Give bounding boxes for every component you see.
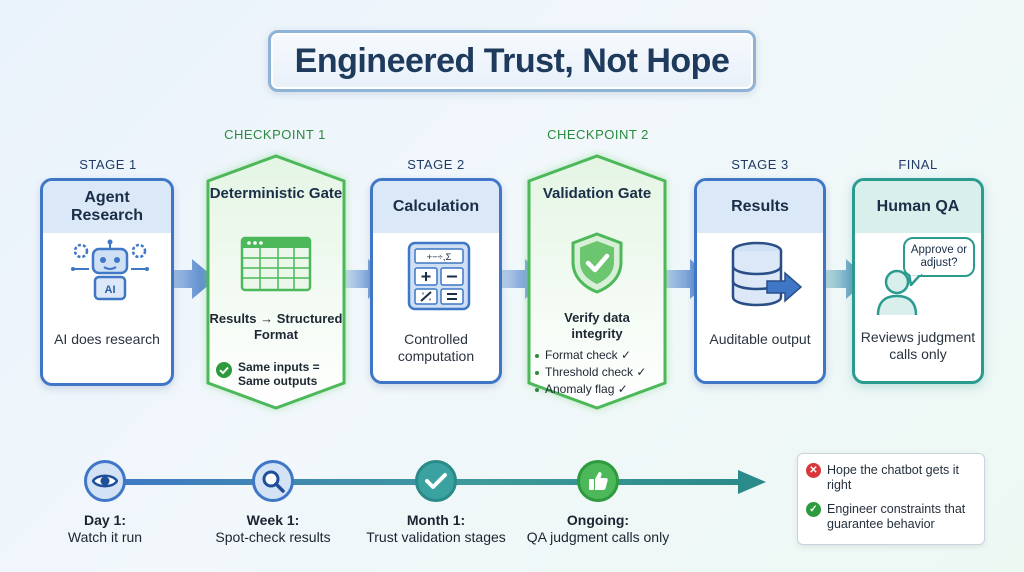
speech-bubble-text: Approve or adjust?	[910, 244, 968, 269]
legend-hope-text: Hope the chatbot gets it right	[827, 463, 960, 492]
calculator-display-text: +−÷,Σ	[427, 252, 452, 263]
thumbs-up-icon	[577, 460, 619, 502]
eye-icon	[84, 460, 126, 502]
stage-label-2: STAGE 2	[407, 157, 465, 172]
robot-ai-text: AI	[105, 284, 116, 296]
checkpoint-label-1: CHECKPOINT 1	[224, 127, 326, 142]
check-item-threshold: Threshold check ✓	[545, 365, 647, 379]
agent-research-card: Agent Research AI AI does research	[40, 178, 174, 386]
calculation-text: Controlled computation	[397, 331, 475, 364]
check-circle-icon	[415, 460, 457, 502]
legend-row-engineer: ✓ Engineer constraints that guarantee be…	[806, 502, 976, 532]
human-qa-text: Reviews judgment calls only	[860, 329, 976, 362]
timeline-month1-head: Month 1:	[406, 512, 466, 528]
validation-check-list: Format check ✓ Threshold check ✓ Anomaly…	[535, 347, 646, 398]
validation-gate-title: Validation Gate	[542, 185, 652, 202]
timeline-ongoing-head: Ongoing:	[566, 512, 630, 528]
timeline-day1-sub: Watch it run	[67, 529, 143, 545]
spreadsheet-icon	[240, 236, 312, 292]
timeline-day1-head: Day 1:	[83, 512, 127, 528]
page-title: Engineered Trust, Not Hope	[294, 41, 730, 80]
stage-label-3: STAGE 3	[731, 157, 789, 172]
stage-label-final: FINAL	[898, 157, 938, 172]
check-icon: ✓	[806, 502, 821, 517]
x-icon: ✕	[806, 463, 821, 478]
check-item: Anomaly flag ✓	[535, 381, 646, 398]
deterministic-gate-title: Deterministic Gate	[209, 185, 343, 202]
timeline-month1-sub: Trust validation stages	[366, 529, 506, 545]
timeline-ongoing-sub: QA judgment calls only	[526, 529, 670, 545]
person-icon	[876, 269, 918, 316]
calculation-card: Calculation +−÷,Σ Controlled computation	[370, 178, 502, 384]
checkpoint-label-2: CHECKPOINT 2	[547, 127, 649, 142]
legend-engineer-text: Engineer constraints that guarantee beha…	[827, 502, 966, 531]
magnifier-icon	[252, 460, 294, 502]
check-item: Format check ✓	[535, 347, 646, 364]
agent-research-title: Agent Research	[43, 181, 171, 233]
results-text: Auditable output	[709, 331, 811, 347]
human-qa-title: Human QA	[855, 181, 981, 233]
shield-check-icon	[571, 232, 623, 294]
timeline-week1-sub: Spot-check results	[215, 529, 331, 545]
flow-arrow-1	[152, 259, 216, 299]
validation-gate: Validation Gate Verify data integrity Fo…	[521, 148, 673, 416]
deterministic-gate: Deterministic Gate Results → Structured …	[200, 148, 352, 416]
database-export-icon	[731, 241, 803, 307]
check-item-format: Format check ✓	[545, 348, 632, 362]
human-qa-card: Human QA Approve or adjust? Reviews judg…	[852, 178, 984, 384]
check-circle-icon	[216, 362, 232, 378]
results-card: Results Auditable output	[694, 178, 826, 384]
check-item: Threshold check ✓	[535, 364, 646, 381]
check-item-anomaly: Anomaly flag ✓	[545, 382, 628, 396]
results-title: Results	[697, 181, 823, 233]
deterministic-gate-text: Results → Structured Format	[209, 311, 343, 342]
validation-gate-text: Verify data integrity	[564, 310, 630, 341]
timeline-week1-head: Week 1:	[246, 512, 300, 528]
legend-row-hope: ✕ Hope the chatbot gets it right	[806, 463, 976, 493]
speech-bubble: Approve or adjust?	[903, 237, 975, 277]
speech-bubble-tail	[907, 274, 923, 286]
agent-research-text: AI does research	[54, 331, 160, 347]
title-box: Engineered Trust, Not Hope	[268, 30, 756, 92]
same-outputs-text: Same inputs = Same outputs	[238, 360, 320, 388]
calculator-icon: +−÷,Σ	[407, 241, 471, 311]
calculation-title: Calculation	[373, 181, 499, 233]
same-outputs-note: Same inputs = Same outputs	[216, 360, 340, 388]
robot-ai-icon: AI	[71, 239, 149, 301]
stage-label-1: STAGE 1	[79, 157, 137, 172]
legend-box: ✕ Hope the chatbot gets it right ✓ Engin…	[797, 453, 985, 545]
